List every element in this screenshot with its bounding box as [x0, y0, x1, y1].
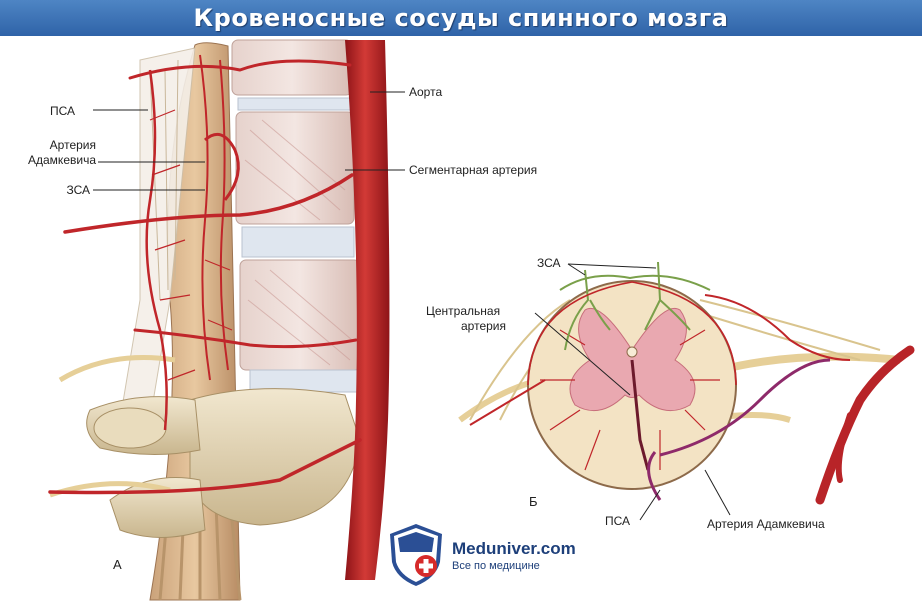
panel-b-letter: Б [529, 494, 538, 509]
panel-b-drawing [458, 261, 915, 505]
label-zsa-a: ЗСА [66, 183, 90, 197]
label-psa-a: ПСА [50, 104, 76, 118]
title-bar: Кровеносные сосуды спинного мозга [0, 0, 922, 36]
panel-b-leader-lines [534, 263, 731, 521]
adamkiewicz-artery-a [204, 132, 240, 201]
page-title: Кровеносные сосуды спинного мозга [193, 4, 729, 32]
label-segmental-artery: Сегментарная артерия [409, 163, 538, 177]
label-adamkiewicz-a-line1: Артерия [49, 138, 96, 152]
adamkiewicz-artery-b [659, 358, 831, 457]
panel-a-drawing [48, 39, 390, 601]
gray-matter [569, 308, 696, 412]
label-aorta: Аорта [409, 85, 443, 99]
label-adamkiewicz-a-line2: Адамкевича [28, 153, 96, 167]
central-artery [630, 359, 650, 471]
label-central-artery-line2: артерия [461, 319, 506, 333]
radial-vessels [540, 329, 720, 471]
segmental-arteries [48, 59, 362, 495]
logo-tagline: Все по медицине [452, 559, 540, 572]
label-adamkiewicz-b: Артерия Адамкевича [707, 517, 825, 531]
anterior-spinal-artery [145, 69, 168, 431]
vertebral-column [231, 39, 361, 393]
label-central-artery-line1: Центральная [426, 304, 501, 318]
lower-vertebra [86, 388, 361, 538]
panel-a-letter: А [113, 557, 122, 572]
posterior-spinal-arteries-b [564, 261, 691, 351]
logo-name: Meduniver.com [452, 538, 576, 558]
segmental-artery-b [815, 345, 915, 505]
meduniver-logo[interactable]: Meduniver.com Все по медицине [386, 522, 576, 588]
label-psa-b: ПСА [605, 514, 631, 528]
label-zsa-b: ЗСА [537, 256, 561, 270]
shield-cross-icon [390, 524, 442, 586]
panel-a-leader-lines [93, 91, 405, 191]
aorta [345, 40, 390, 580]
posterior-spinal-artery [199, 54, 211, 381]
